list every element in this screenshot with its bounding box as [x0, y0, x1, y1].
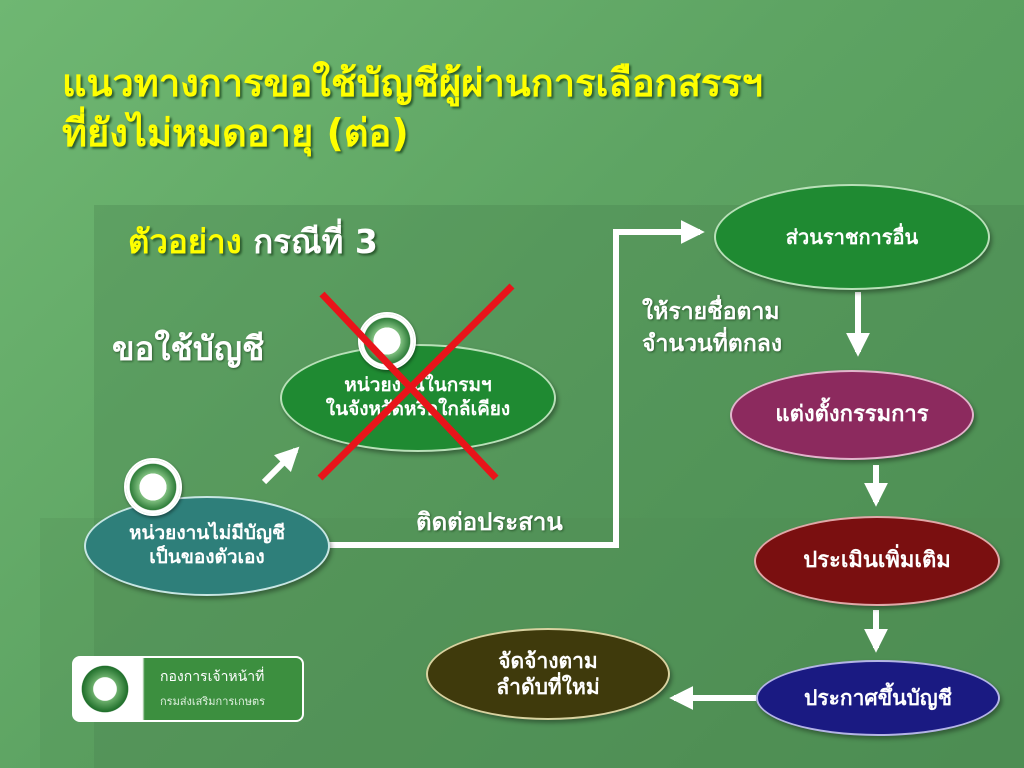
node-department-unit-line-2: ในจังหวัดหรือใกล้เคียง [325, 398, 511, 420]
node-hire-order-line-2: ลำดับที่ใหม่ [496, 675, 600, 699]
arrow-to-department [261, 446, 300, 485]
title-line-2: ที่ยังไม่หมดอายุ (ต่อ) [62, 111, 409, 155]
node-unit-without-list-line-2: เป็นของตัวเอง [149, 546, 265, 568]
organization-seal-icon [78, 662, 132, 716]
node-announce-list-label: ประกาศขึ้นบัญชี [804, 685, 952, 710]
node-hire-order: จัดจ้างตาม ลำดับที่ใหม่ [426, 628, 670, 720]
coordinate-connector [326, 220, 705, 548]
node-announce-list: ประกาศขึ้นบัญชี [756, 660, 1000, 736]
organization-logo: กองการเจ้าหน้าที่ กรมส่งเสริมการเกษตร [72, 656, 304, 722]
node-unit-without-list-line-1: หน่วยงานไม่มีบัญชี [129, 522, 285, 545]
slide-title: แนวทางการขอใช้บัญชีผู้ผ่านการเลือกสรรฯ ท… [62, 58, 962, 158]
request-list-label: ขอใช้บัญชี [112, 329, 265, 368]
node-additional-assessment: ประเมินเพิ่มเติม [754, 516, 1000, 606]
node-hire-order-line-1: จัดจ้างตาม [498, 648, 598, 673]
coordinate-label: ติดต่อประสาน [416, 508, 563, 536]
subtitle-highlight: ตัวอย่าง [128, 222, 242, 261]
title-line-1: แนวทางการขอใช้บัญชีผู้ผ่านการเลือกสรรฯ [62, 61, 763, 105]
unit-emblem-icon [124, 458, 182, 516]
logo-line-1: กองการเจ้าหน้าที่ [160, 669, 265, 685]
case-subtitle: ตัวอย่าง กรณีที่ 3 [128, 215, 378, 268]
list-agreement-label: ให้รายชื่อตาม จำนวนที่ตกลง [642, 296, 782, 360]
list-agreement-line-2: จำนวนที่ตกลง [642, 331, 783, 357]
subtitle-rest: กรณีที่ 3 [253, 222, 378, 261]
logo-line-2: กรมส่งเสริมการเกษตร [160, 695, 266, 708]
node-unit-without-list: หน่วยงานไม่มีบัญชี เป็นของตัวเอง [84, 496, 330, 596]
node-appoint-committee-label: แต่งตั้งกรรมการ [775, 402, 929, 428]
node-additional-assessment-label: ประเมินเพิ่มเติม [803, 548, 951, 574]
list-agreement-line-1: ให้รายชื่อตาม [642, 299, 780, 325]
node-appoint-committee: แต่งตั้งกรรมการ [730, 370, 974, 460]
node-other-agency-label: ส่วนราชการอื่น [785, 224, 919, 249]
node-department-unit-line-1: หน่วยงานในกรมฯ [344, 374, 492, 397]
node-other-agency: ส่วนราชการอื่น [714, 184, 990, 290]
